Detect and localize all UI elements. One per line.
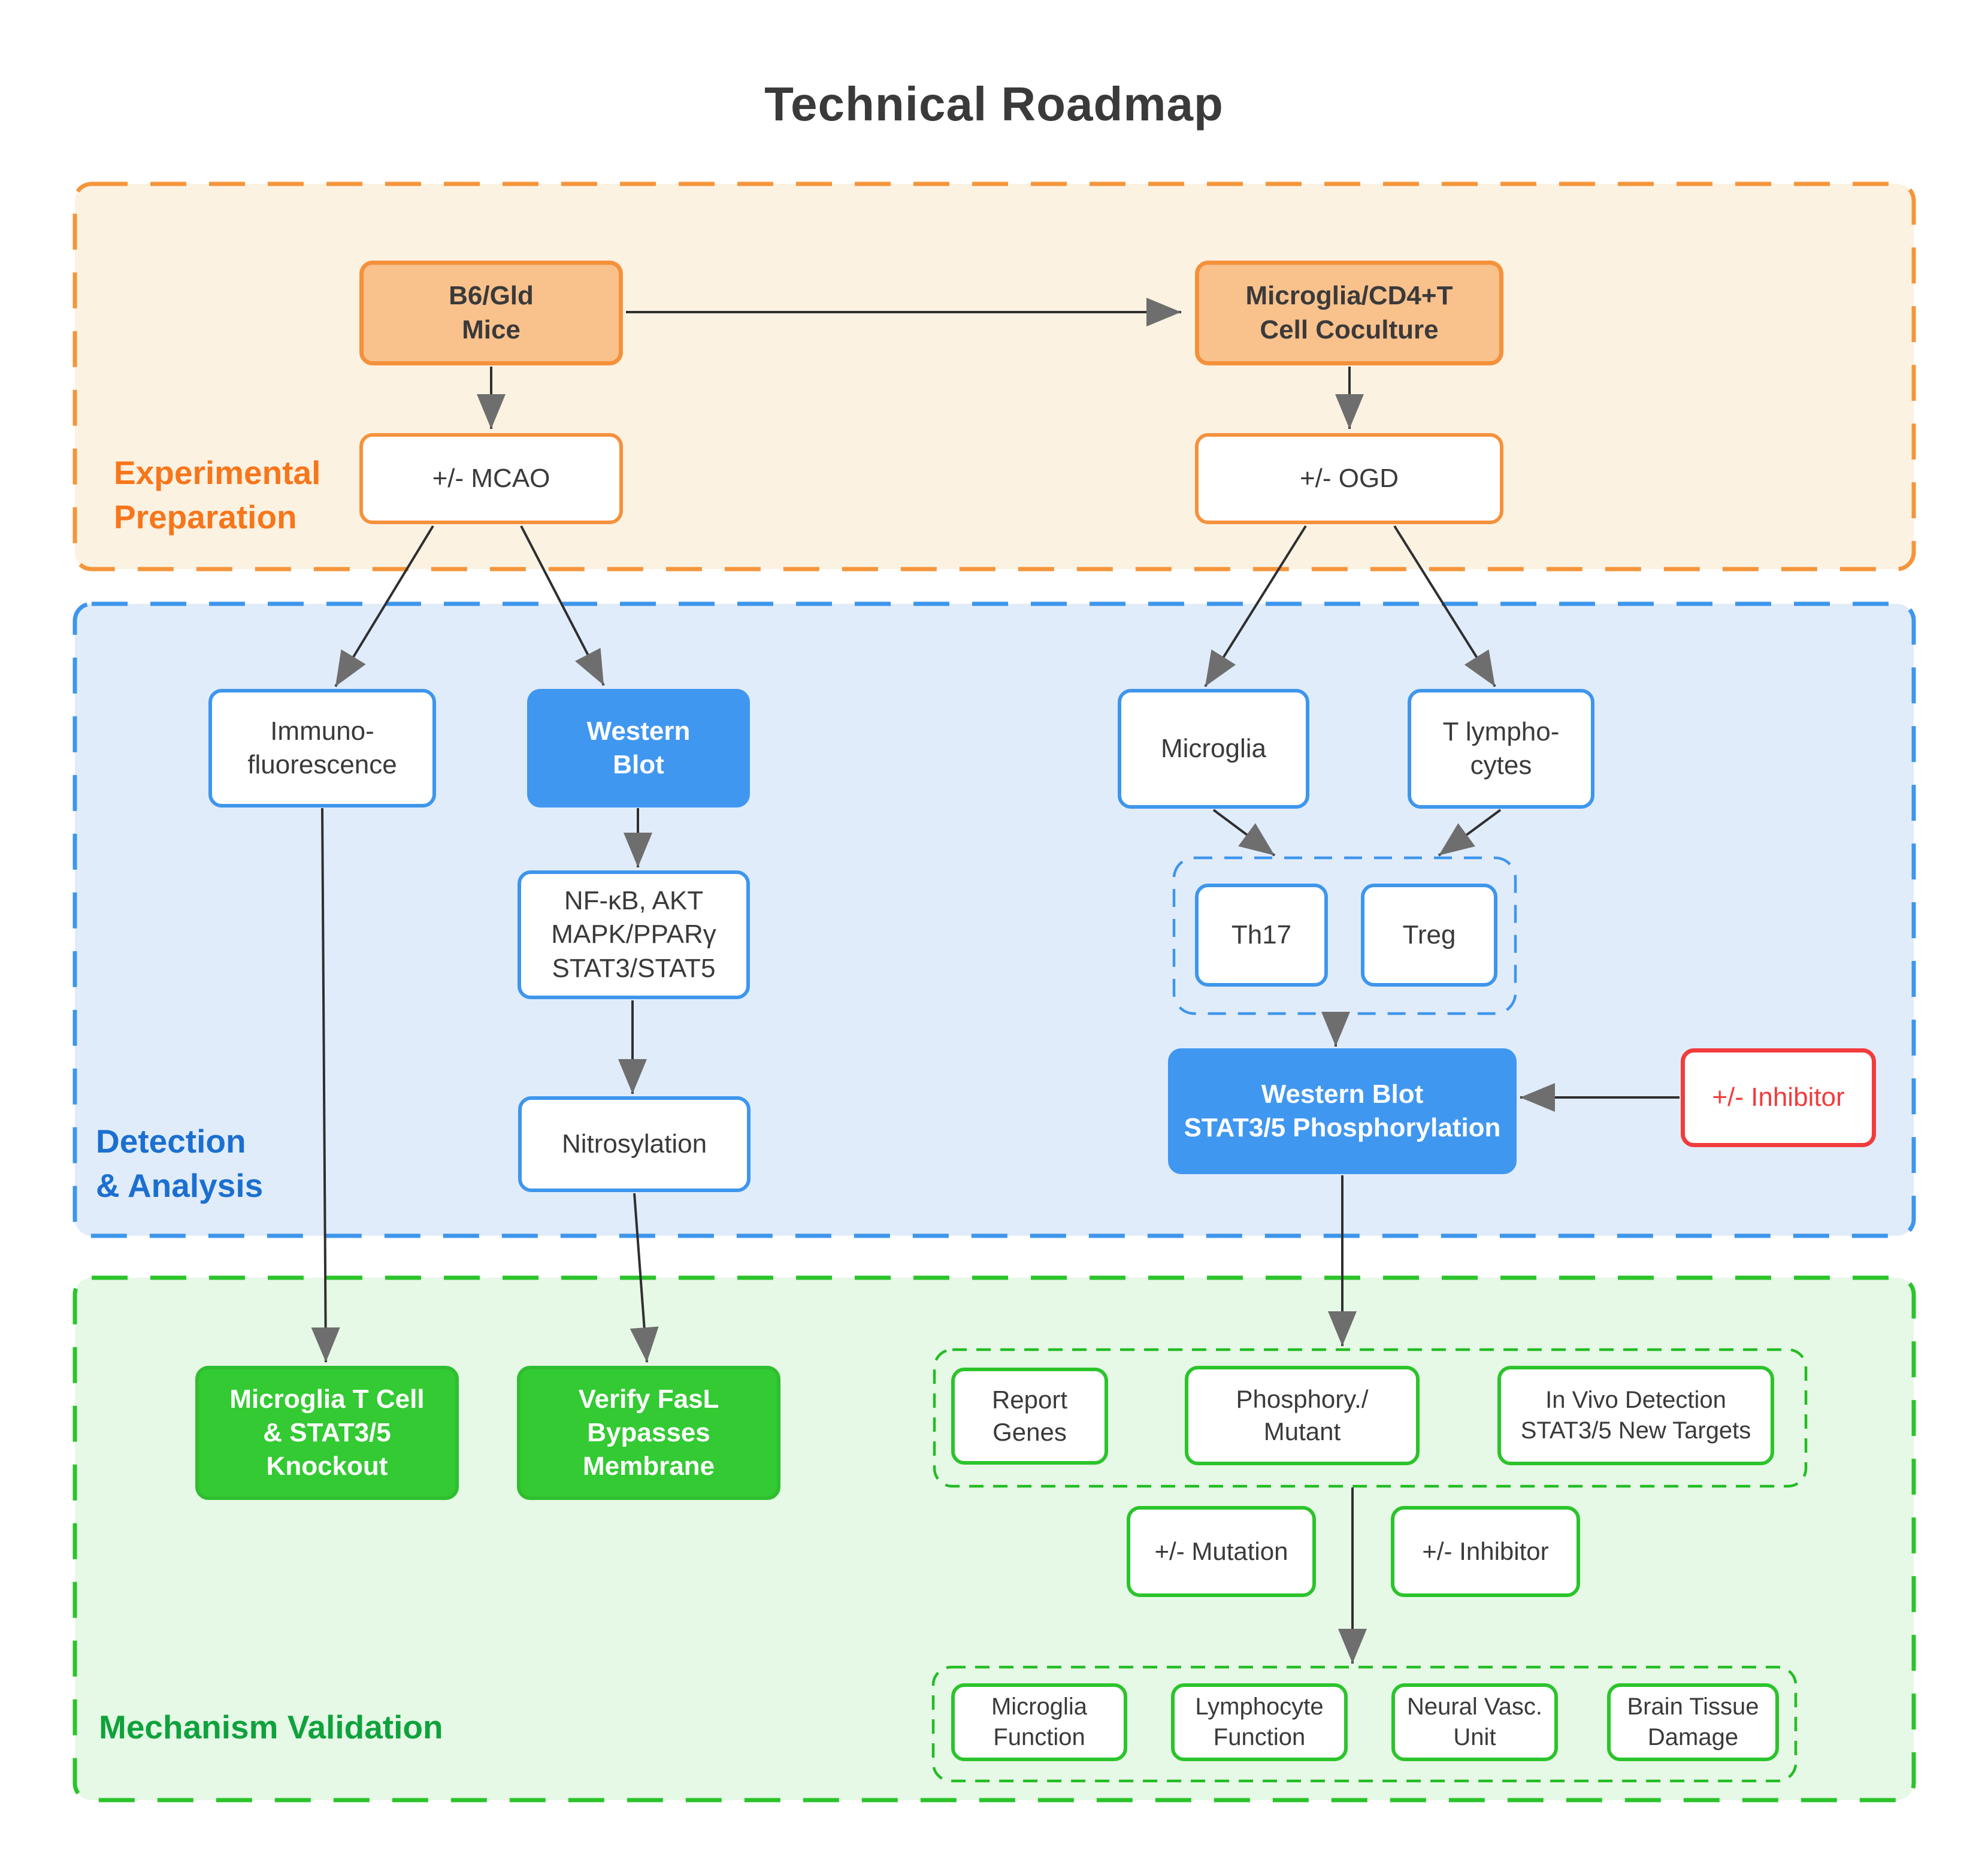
arrow-nitrosylation-to-fasl <box>630 1193 659 1363</box>
node-lymphocyte-function: Lymphocyte Function <box>1171 1683 1348 1761</box>
arrow-ogd-to-microglia <box>1204 525 1307 688</box>
label-mechanism-validation: Mechanism Validation <box>99 1708 443 1746</box>
arrow-microglia-to-th17treg <box>1212 809 1276 857</box>
node-signaling-pathways: NF-κB, AKT MAPK/PPARγ STAT3/STAT5 <box>518 870 750 999</box>
arrow-immuno-to-knockout <box>311 808 340 1363</box>
label-detection-analysis: Detection & Analysis <box>96 1123 264 1205</box>
node-microglia-cd4t-coculture: Microglia/CD4+T Cell Coculture <box>1195 261 1503 365</box>
section-experimental-preparation <box>72 182 1916 571</box>
arrow-mcao-to-immuno <box>334 525 434 688</box>
node-mcao: +/- MCAO <box>359 433 623 524</box>
node-immunofluorescence: Immuno- fluorescence <box>208 689 436 808</box>
node-microglia-tcell-stat35-knockout: Microglia T Cell & STAT3/5 Knockout <box>195 1366 459 1500</box>
node-b6gld-mice: B6/Gld Mice <box>359 261 623 365</box>
node-microglia-function: Microglia Function <box>951 1683 1127 1761</box>
node-microglia: Microglia <box>1118 689 1309 809</box>
node-th17: Th17 <box>1195 884 1328 987</box>
node-treg: Treg <box>1361 884 1497 987</box>
page-title: Technical Roadmap <box>764 77 1224 131</box>
node-verify-fasl-bypasses-membrane: Verify FasL Bypasses Membrane <box>517 1366 780 1500</box>
arrow-mcao-to-westernblot <box>520 525 605 686</box>
arrow-ogd-to-tlymphocytes <box>1393 525 1496 688</box>
node-mutation: +/- Mutation <box>1127 1506 1316 1597</box>
node-t-lymphocytes: T lympho- cytes <box>1408 689 1594 809</box>
group-stat-readouts <box>933 1348 1808 1488</box>
node-in-vivo-detection: In Vivo Detection STAT3/5 New Targets <box>1497 1366 1774 1465</box>
node-inhibitor-green: +/- Inhibitor <box>1391 1506 1580 1597</box>
arrow-tlymphocytes-to-th17treg <box>1438 809 1502 857</box>
node-brain-tissue-damage: Brain Tissue Damage <box>1607 1683 1779 1761</box>
flow-arrows <box>311 298 1680 1664</box>
node-wb-stat35-phosphorylation: Western Blot STAT3/5 Phosphorylation <box>1168 1048 1517 1174</box>
node-inhibitor-red: +/- Inhibitor <box>1681 1048 1876 1147</box>
node-report-genes: Report Genes <box>951 1368 1108 1465</box>
node-western-blot: Western Blot <box>527 689 750 808</box>
node-phosphory-mutant: Phosphory./ Mutant <box>1185 1366 1420 1465</box>
node-nitrosylation: Nitrosylation <box>518 1096 751 1192</box>
node-neural-vasc-unit: Neural Vasc. Unit <box>1391 1683 1558 1761</box>
group-outcomes <box>931 1665 1798 1783</box>
node-ogd: +/- OGD <box>1195 433 1503 524</box>
label-experimental-preparation: Experimental Preparation <box>114 454 321 536</box>
